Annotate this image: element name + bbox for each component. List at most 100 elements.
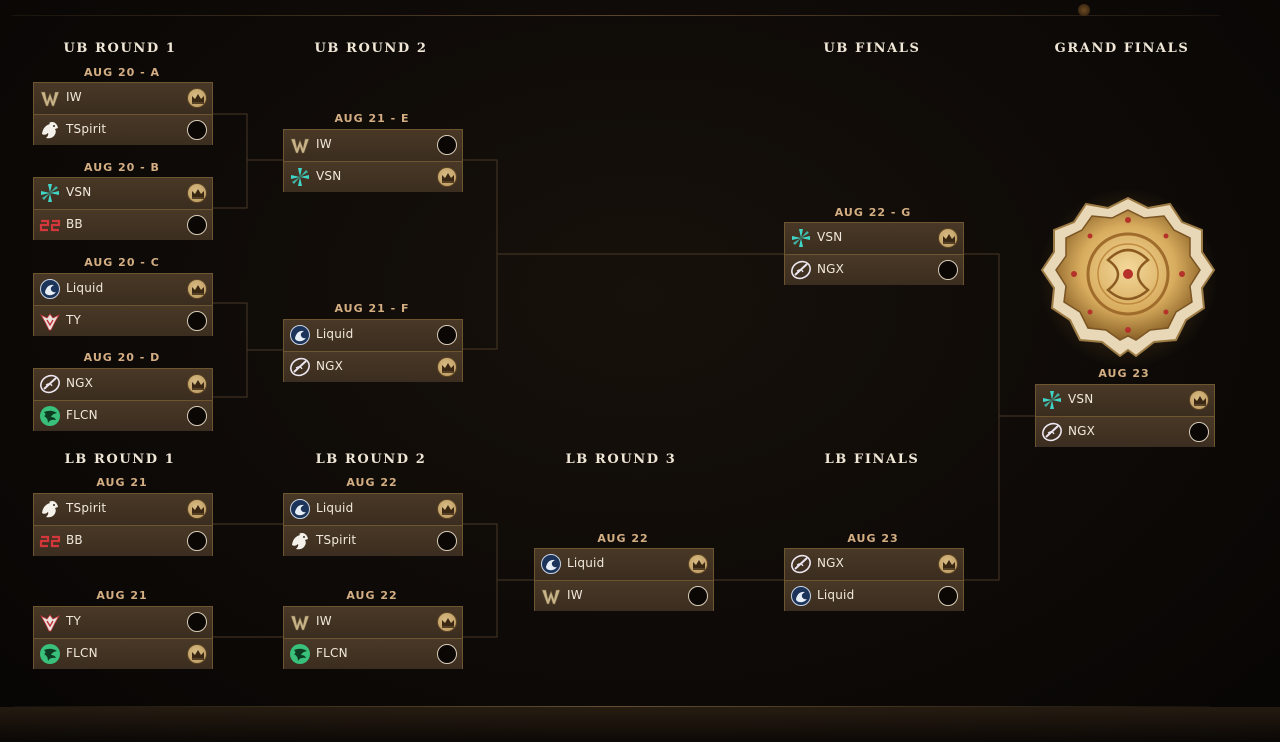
empty-circle-icon (437, 325, 457, 345)
crown-icon (187, 499, 207, 519)
team-name: TSpirit (66, 501, 107, 515)
vsn-logo-icon (790, 227, 812, 249)
team-row[interactable]: Liquid (785, 580, 963, 611)
team-row[interactable]: TY (34, 607, 212, 637)
team-row[interactable]: Liquid (535, 549, 713, 579)
crown-icon (437, 612, 457, 632)
liquid-logo-icon (790, 585, 812, 607)
col-title-lb-round-3: LB ROUND 3 (565, 452, 677, 467)
top-frame-line (12, 15, 1220, 16)
crown-icon (192, 505, 204, 515)
empty-circle-icon (437, 135, 457, 155)
team-row[interactable]: TSpirit (34, 114, 212, 145)
floor-glow (0, 707, 1280, 742)
match-card-b[interactable]: VSN BB (33, 177, 213, 240)
crown-icon (437, 357, 457, 377)
crown-icon (943, 560, 955, 570)
match-card-lb1b[interactable]: TY FLCN (33, 606, 213, 669)
team-row[interactable]: NGX (34, 369, 212, 399)
team-row[interactable]: Liquid (34, 274, 212, 304)
match-date-b: AUG 20 - B (84, 161, 160, 174)
team-row[interactable]: IW (34, 83, 212, 113)
team-row[interactable]: NGX (785, 254, 963, 285)
team-row[interactable]: TY (34, 305, 212, 336)
match-date-lb1a: AUG 21 (96, 476, 148, 489)
team-row[interactable]: FLCN (34, 400, 212, 431)
team-name: BB (66, 217, 83, 231)
empty-circle-icon (688, 586, 708, 606)
match-card-g[interactable]: VSN NGX (784, 222, 964, 285)
ngx-logo-icon (39, 373, 61, 395)
team-row[interactable]: VSN (1036, 385, 1214, 415)
match-date-lb2b: AUG 22 (346, 589, 398, 602)
ty-logo-icon (39, 611, 61, 633)
crown-icon (437, 167, 457, 187)
decorative-orb (1078, 4, 1090, 16)
team-row[interactable]: TSpirit (34, 494, 212, 524)
team-row[interactable]: Liquid (284, 494, 462, 524)
iw-logo-icon (39, 87, 61, 109)
crown-icon (693, 560, 705, 570)
flcn-logo-icon (289, 643, 311, 665)
team-row[interactable]: NGX (785, 549, 963, 579)
vsn-logo-icon (289, 166, 311, 188)
team-row[interactable]: NGX (284, 351, 462, 382)
match-card-a[interactable]: IW TSpirit (33, 82, 213, 145)
team-row[interactable]: TSpirit (284, 525, 462, 556)
crown-icon (442, 618, 454, 628)
team-row[interactable]: VSN (785, 223, 963, 253)
crown-icon (688, 554, 708, 574)
empty-circle-icon (187, 406, 207, 426)
team-row[interactable]: BB (34, 525, 212, 556)
team-row[interactable]: IW (284, 130, 462, 160)
col-title-lb-round-1: LB ROUND 1 (64, 452, 176, 467)
team-row[interactable]: NGX (1036, 416, 1214, 447)
crown-icon (192, 189, 204, 199)
match-date-lb2a: AUG 22 (346, 476, 398, 489)
team-name: Liquid (817, 588, 855, 602)
empty-circle-icon (187, 311, 207, 331)
flcn-logo-icon (39, 405, 61, 427)
bb-logo-icon (39, 530, 61, 552)
empty-circle-icon (187, 120, 207, 140)
team-name: TY (66, 313, 82, 327)
team-row[interactable]: VSN (34, 178, 212, 208)
col-title-lb-round-2: LB ROUND 2 (315, 452, 427, 467)
match-date-lbf: AUG 23 (847, 532, 899, 545)
match-card-lbf[interactable]: NGX Liquid (784, 548, 964, 611)
team-row[interactable]: FLCN (284, 638, 462, 669)
crown-icon (192, 285, 204, 295)
empty-circle-icon (187, 531, 207, 551)
match-card-gf[interactable]: VSN NGX (1035, 384, 1215, 447)
team-row[interactable]: Liquid (284, 320, 462, 350)
iw-logo-icon (289, 134, 311, 156)
team-row[interactable]: FLCN (34, 638, 212, 669)
empty-circle-icon (938, 586, 958, 606)
crown-icon (192, 94, 204, 104)
crown-icon (938, 228, 958, 248)
iw-logo-icon (289, 611, 311, 633)
crown-icon (187, 279, 207, 299)
tspirit-logo-icon (39, 498, 61, 520)
team-name: NGX (1068, 424, 1096, 438)
team-row[interactable]: IW (284, 607, 462, 637)
team-name: NGX (817, 556, 845, 570)
team-name: TSpirit (66, 122, 107, 136)
team-name: FLCN (66, 646, 98, 660)
team-row[interactable]: IW (535, 580, 713, 611)
col-title-ub-finals: UB FINALS (823, 41, 921, 56)
liquid-logo-icon (39, 278, 61, 300)
team-row[interactable]: VSN (284, 161, 462, 192)
team-row[interactable]: BB (34, 209, 212, 240)
team-name: VSN (817, 230, 843, 244)
team-name: BB (66, 533, 83, 547)
